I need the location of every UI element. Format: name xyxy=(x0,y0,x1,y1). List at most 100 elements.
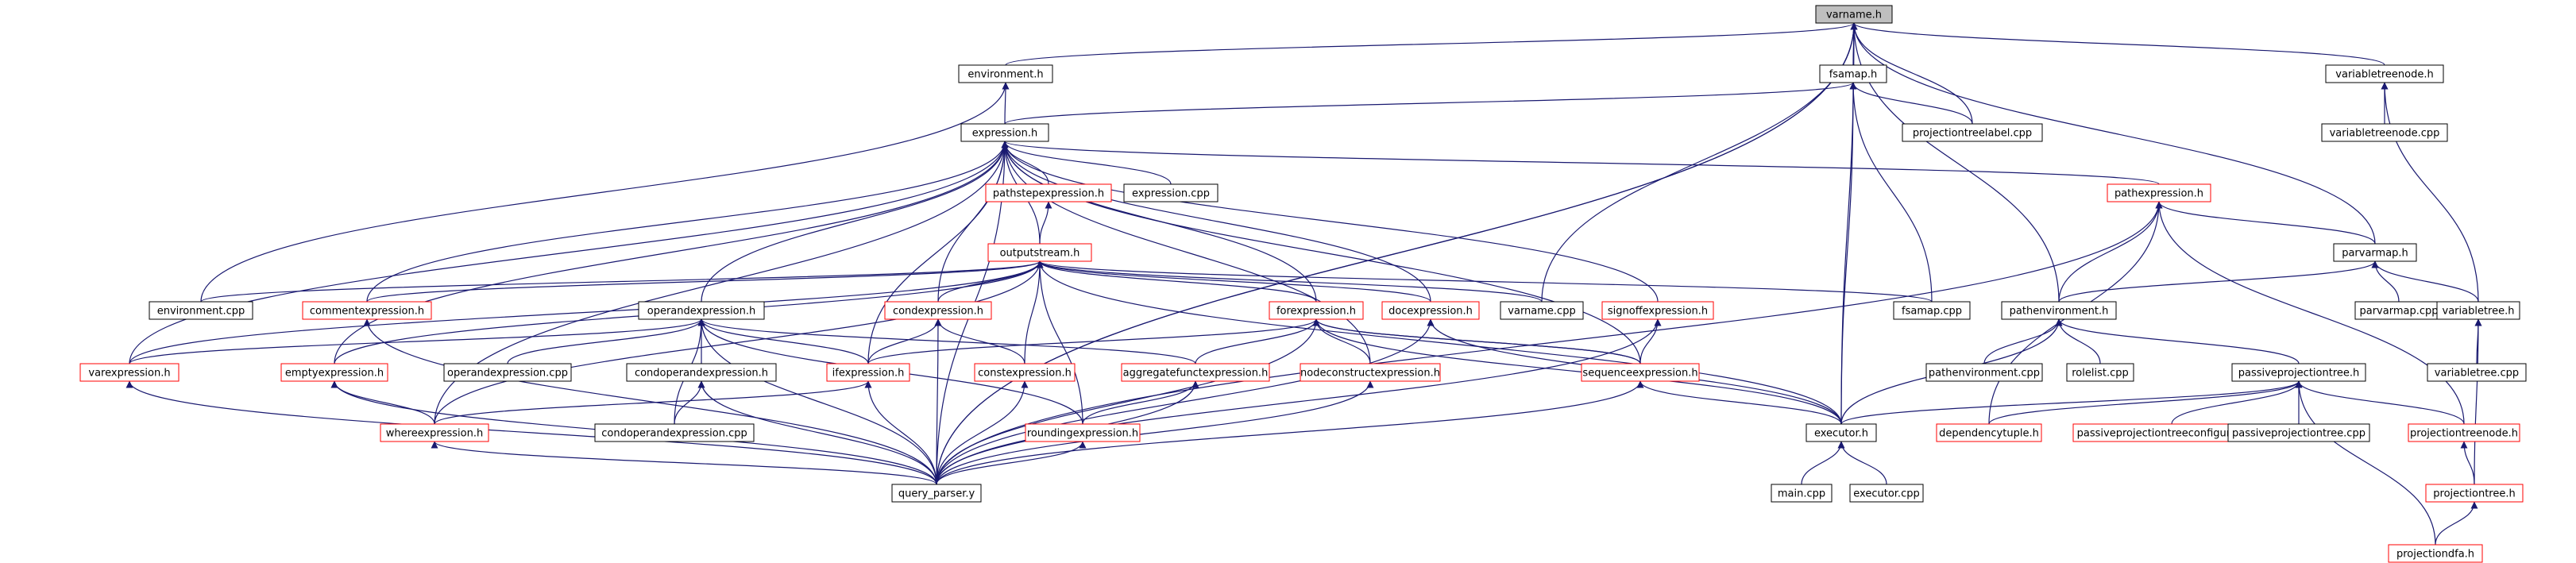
node-label: environment.h xyxy=(967,69,1043,81)
node-signoffexpression-h[interactable]: signoffexpression.h xyxy=(1601,301,1714,320)
node-box xyxy=(638,301,765,320)
node-dependencytuple-h[interactable]: dependencytuple.h xyxy=(1936,423,2042,442)
include-edge-environment_cpp-to-outputstream_h xyxy=(200,260,1044,303)
node-executor-h[interactable]: executor.h xyxy=(1806,423,1877,442)
node-box xyxy=(1581,363,1700,382)
node-parvarmap-cpp[interactable]: parvarmap.cpp xyxy=(2354,301,2443,320)
node-docexpression-h[interactable]: docexpression.h xyxy=(1381,301,1480,320)
node-box xyxy=(2227,423,2370,442)
node-box xyxy=(1025,423,1141,442)
node-rolelist-cpp[interactable]: rolelist.cpp xyxy=(2066,363,2134,382)
node-expression-cpp[interactable]: expression.cpp xyxy=(1123,183,1218,202)
node-passiveprojectiontree-h[interactable]: passiveprojectiontree.h xyxy=(2231,363,2366,382)
node-projectiondfa-h[interactable]: projectiondfa.h xyxy=(2388,544,2483,563)
node-pathstepexpression-h[interactable]: pathstepexpression.h xyxy=(985,183,1112,202)
node-variabletreenode-h[interactable]: variabletreenode.h xyxy=(2325,64,2444,83)
include-edge-varexpression_h-to-operandexpression_h xyxy=(129,318,705,364)
include-edge-variabletree_h-to-variabletreenode_h xyxy=(2381,82,2479,303)
node-environment-h[interactable]: environment.h xyxy=(958,64,1053,83)
node-passiveprojectiontreeconfiguration-h[interactable]: passiveprojectiontreeconfiguration.h xyxy=(2072,423,2271,442)
node-box xyxy=(1815,5,1893,24)
include-edge-varexpression_h-to-expression_h xyxy=(129,141,1009,364)
node-label: pathenvironment.h xyxy=(2010,306,2109,318)
node-roundingexpression-h[interactable]: roundingexpression.h xyxy=(1025,423,1141,442)
include-edge-environment_h-to-varname_h xyxy=(1005,22,1858,66)
include-edge-expression_h-to-fsamap_h xyxy=(1004,82,1857,125)
include-edge-variabletree_h-to-parvarmap_h xyxy=(2371,260,2479,303)
node-varexpression-h[interactable]: varexpression.h xyxy=(79,363,180,382)
node-condexpression-h[interactable]: condexpression.h xyxy=(884,301,992,320)
node-constexpression-h[interactable]: constexpression.h xyxy=(974,363,1076,382)
include-edge-executor_cpp-to-executor_h xyxy=(1837,441,1887,485)
node-executor-cpp[interactable]: executor.cpp xyxy=(1849,484,1924,503)
node-expression-h[interactable]: expression.h xyxy=(960,123,1049,142)
node-variabletree-h[interactable]: variabletree.h xyxy=(2436,301,2520,320)
node-label: variabletree.cpp xyxy=(2435,368,2519,380)
node-condoperandexpression-h[interactable]: condoperandexpression.h xyxy=(626,363,777,382)
include-edge-expression_cpp-to-expression_h xyxy=(1001,141,1172,185)
include-edge-query_parser_y-to-condexpression_h xyxy=(934,318,942,485)
node-box xyxy=(149,301,253,320)
node-label: rolelist.cpp xyxy=(2072,368,2129,380)
node-box xyxy=(1381,301,1480,320)
node-commentexpression-h[interactable]: commentexpression.h xyxy=(302,301,432,320)
include-edge-operandexpression_h-to-expression_h xyxy=(701,141,1009,303)
node-whereexpression-h[interactable]: whereexpression.h xyxy=(380,423,489,442)
node-label: varexpression.h xyxy=(88,368,170,380)
node-label: dependencytuple.h xyxy=(1939,428,2039,440)
node-label: sequenceexpression.h xyxy=(1582,368,1697,380)
node-projectiontree-h[interactable]: projectiontree.h xyxy=(2425,484,2524,503)
node-label: main.cpp xyxy=(1778,488,1825,500)
node-label: variabletree.h xyxy=(2443,306,2515,318)
node-query-parser-y[interactable]: query_parser.y xyxy=(891,484,982,503)
node-label: outputstream.h xyxy=(1000,248,1080,260)
node-emptyexpression-h[interactable]: emptyexpression.h xyxy=(280,363,388,382)
node-fsamap-h[interactable]: fsamap.h xyxy=(1819,64,1887,83)
node-operandexpression-h[interactable]: operandexpression.h xyxy=(638,301,765,320)
node-passiveprojectiontree-cpp[interactable]: passiveprojectiontree.cpp xyxy=(2227,423,2370,442)
include-edge-whereexpression_h-to-ifexpression_h xyxy=(434,380,872,425)
node-pathenvironment-h[interactable]: pathenvironment.h xyxy=(2001,301,2117,320)
node-label: executor.h xyxy=(1814,428,1868,440)
include-edge-signoffexpression_h-to-expression_h xyxy=(1001,141,1659,303)
node-label: varname.h xyxy=(1826,10,1882,21)
node-outputstream-h[interactable]: outputstream.h xyxy=(987,243,1092,262)
node-nodeconstructexpression-h[interactable]: nodeconstructexpression.h xyxy=(1300,363,1441,382)
include-edge-variabletreenode_h-to-varname_h xyxy=(1850,22,2385,66)
node-box xyxy=(380,423,489,442)
include-edge-fsamap_cpp-to-fsamap_h xyxy=(1849,82,1933,303)
include-edge-query_parser_y-to-whereexpression_h xyxy=(431,441,937,485)
node-box xyxy=(960,123,1049,142)
include-edge-projectiontreenode_h-to-passiveprojectiontree_h xyxy=(2295,380,2465,425)
node-fsamap-cpp[interactable]: fsamap.cpp xyxy=(1893,301,1971,320)
node-parvarmap-h[interactable]: parvarmap.h xyxy=(2333,243,2417,262)
node-condoperandexpression-cpp[interactable]: condoperandexpression.cpp xyxy=(594,423,755,442)
node-label: condoperandexpression.h xyxy=(635,368,768,380)
node-projectiontreenode-h[interactable]: projectiontreenode.h xyxy=(2408,423,2520,442)
include-edge-nodeconstructexpression_h-to-forexpression_h xyxy=(1312,318,1371,364)
node-main-cpp[interactable]: main.cpp xyxy=(1771,484,1833,503)
node-ifexpression-h[interactable]: ifexpression.h xyxy=(826,363,910,382)
node-varname-cpp[interactable]: varname.cpp xyxy=(1500,301,1584,320)
include-edge-constexpression_h-to-condexpression_h xyxy=(934,318,1025,364)
node-pathenvironment-cpp[interactable]: pathenvironment.cpp xyxy=(1925,363,2043,382)
node-variabletreenode-cpp[interactable]: variabletreenode.cpp xyxy=(2321,123,2448,142)
node-box xyxy=(1936,423,2042,442)
node-aggregatefunctexpression-h[interactable]: aggregatefunctexpression.h xyxy=(1121,363,1270,382)
include-edge-parvarmap_h-to-pathexpression_h xyxy=(2155,201,2376,245)
node-variabletree-cpp[interactable]: variabletree.cpp xyxy=(2427,363,2527,382)
node-environment-cpp[interactable]: environment.cpp xyxy=(149,301,253,320)
node-sequenceexpression-h[interactable]: sequenceexpression.h xyxy=(1581,363,1700,382)
node-label: nodeconstructexpression.h xyxy=(1300,368,1440,380)
node-label: pathenvironment.cpp xyxy=(1929,368,2040,380)
node-box xyxy=(974,363,1076,382)
node-projectiontreelabel-cpp[interactable]: projectiontreelabel.cpp xyxy=(1902,123,2043,142)
node-operandexpression-cpp[interactable]: operandexpression.cpp xyxy=(443,363,572,382)
node-box xyxy=(987,243,1092,262)
node-box xyxy=(1500,301,1584,320)
node-box xyxy=(985,183,1112,202)
node-forexpression-h[interactable]: forexpression.h xyxy=(1269,301,1364,320)
node-label: pathstepexpression.h xyxy=(993,188,1104,200)
node-label: fsamap.h xyxy=(1829,69,1878,81)
node-pathexpression-h[interactable]: pathexpression.h xyxy=(2107,183,2211,202)
